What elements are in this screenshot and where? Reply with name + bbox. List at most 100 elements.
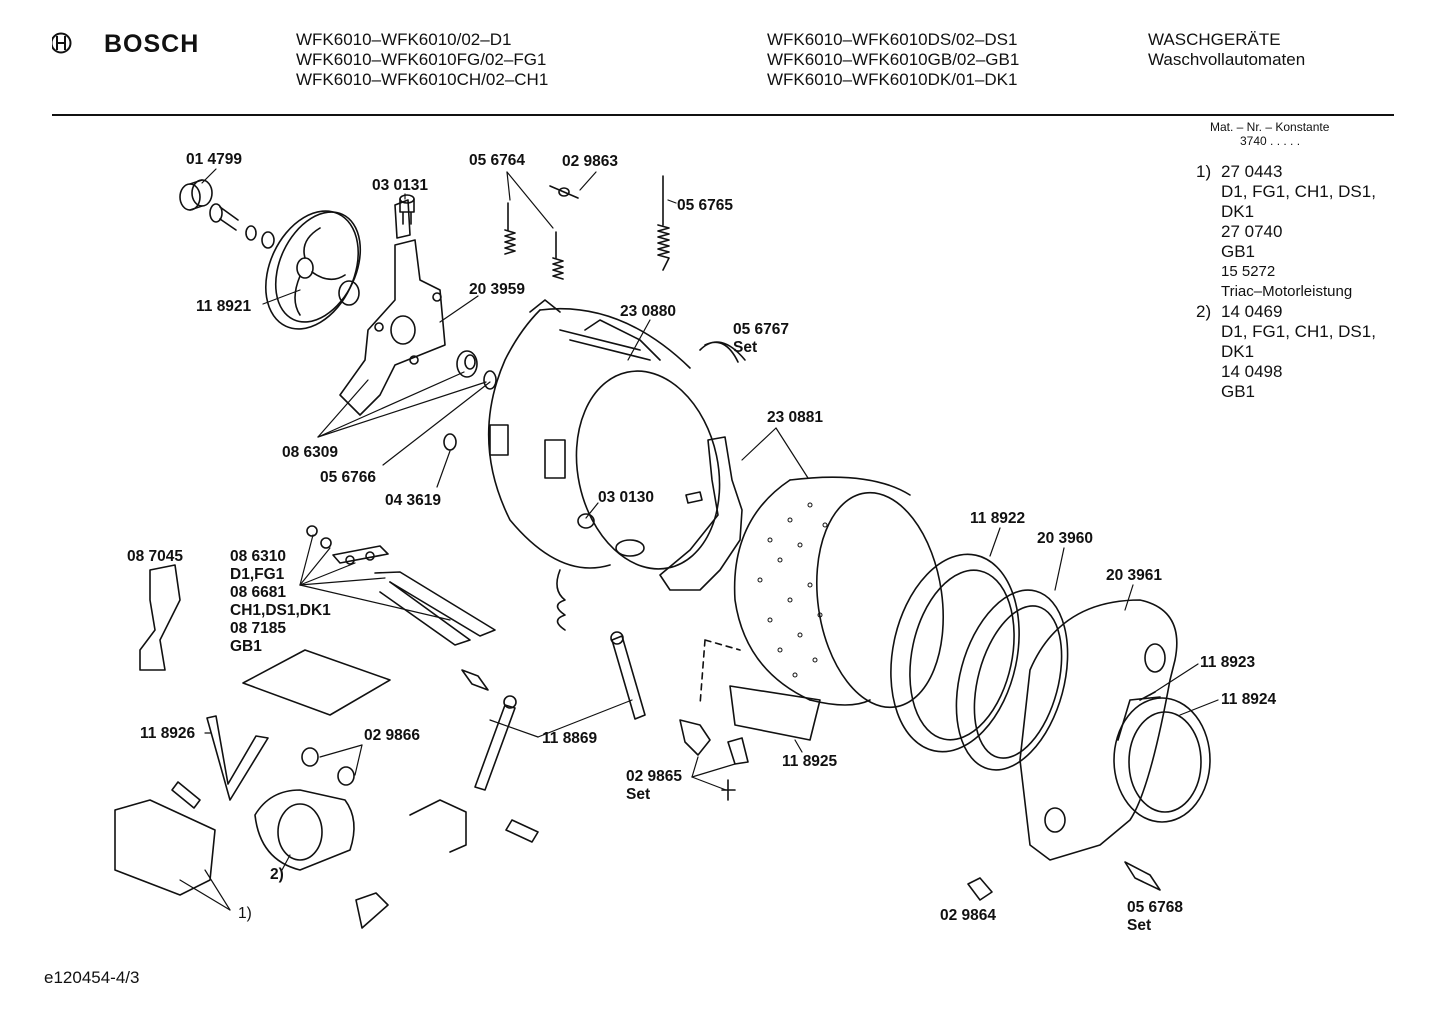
part-label: 08 7045 (127, 548, 184, 565)
part-label: 04 3619 (385, 492, 442, 509)
model-list-1: WFK6010–WFK6010/02–D1 WFK6010–WFK6010FG/… (296, 30, 548, 90)
header-divider (52, 114, 1394, 116)
note-line: GB1 (1221, 242, 1256, 261)
note-line: 27 0443 (1221, 162, 1283, 181)
part-label-line: 08 6310 (230, 548, 287, 565)
part-label-line: D1,FG1 (230, 566, 285, 583)
material-box-value: 3740 . . . . . (1240, 134, 1301, 148)
part-label: 20 3960 (1037, 530, 1094, 547)
tension-ring-icon (955, 589, 1069, 771)
part-label-line: Set (733, 339, 758, 356)
spring-set-icon (699, 341, 746, 363)
bracket-icon (355, 892, 389, 929)
part-label-line: Set (626, 786, 651, 803)
drum-perforation-icon (757, 502, 828, 678)
note-line: Triac–Motorleistung (1221, 283, 1353, 300)
part-label: 11 8924 (1221, 691, 1277, 708)
bolt-icon (461, 669, 489, 691)
part-label: 23 0880 (620, 303, 677, 320)
leader-lines (179, 168, 1219, 911)
category-line: Waschvollautomaten (1148, 50, 1306, 69)
spring-icon (504, 175, 670, 280)
part-label: 20 3961 (1106, 567, 1163, 584)
part-label-line: 05 6767 (733, 321, 790, 338)
part-label: 02 9865 Set (626, 768, 682, 804)
model-line: WFK6010–WFK6010GB/02–GB1 (767, 50, 1020, 69)
bolt-icon (171, 781, 201, 809)
note-line: DK1 (1221, 202, 1255, 221)
material-box: Mat. – Nr. – Konstante 3740 . . . . . (1210, 120, 1329, 148)
part-label: 05 6764 (469, 152, 526, 169)
part-label: 02 9863 (562, 153, 619, 170)
model-line: WFK6010–WFK6010DS/02–DS1 (767, 30, 1018, 49)
brand-name: BOSCH (104, 30, 200, 58)
part-label: 05 6765 (677, 197, 734, 214)
note-number: 1) (1196, 162, 1212, 181)
part-label: 03 0131 (372, 177, 429, 194)
material-box-title: Mat. – Nr. – Konstante (1210, 120, 1330, 134)
category-line: WASCHGERÄTE (1148, 30, 1281, 49)
door-seal-icon (890, 553, 1020, 753)
collar-icon (1113, 696, 1211, 823)
model-line: WFK6010–WFK6010DK/01–DK1 (767, 70, 1018, 89)
note-marker: 2) (270, 866, 284, 883)
bearing-bush-icon (179, 179, 213, 211)
part-label: 02 9864 (940, 907, 997, 924)
bearing-cross-icon (339, 199, 446, 416)
shock-absorber-icon (474, 631, 646, 791)
note-line: GB1 (1221, 382, 1256, 401)
part-label: 23 0881 (767, 409, 824, 426)
bracket-icon (409, 799, 467, 853)
bolt-icon (399, 194, 415, 225)
part-label-line: CH1,DS1,DK1 (230, 602, 331, 619)
part-label: 11 8869 (542, 730, 598, 747)
shaft-bolt-icon (209, 203, 275, 249)
clamp-icon (967, 877, 993, 901)
part-label: 03 0130 (598, 489, 655, 506)
note-number: 2) (1196, 302, 1212, 321)
seal-ring-icon (456, 350, 497, 390)
model-list-2: WFK6010–WFK6010DS/02–DS1 WFK6010–WFK6010… (767, 30, 1019, 90)
mounting-plate-icon (242, 649, 391, 716)
part-label-line: 02 9865 (626, 768, 683, 785)
model-line: WFK6010–WFK6010CH/02–CH1 (296, 70, 549, 89)
foot-icon (727, 737, 749, 765)
model-line: WFK6010–WFK6010/02–D1 (296, 30, 512, 49)
model-line: WFK6010–WFK6010FG/02–FG1 (296, 50, 547, 69)
part-label-line: 05 6768 (1127, 899, 1184, 916)
foot-icon (679, 719, 711, 756)
part-label: 11 8926 (140, 725, 196, 742)
outer-tub-icon (487, 299, 721, 570)
part-label-line: 08 6681 (230, 584, 287, 601)
rubber-buffer-icon (301, 747, 355, 786)
part-label: 01 4799 (186, 151, 243, 168)
part-label-line: 08 7185 (230, 620, 287, 637)
category-title: WASCHGERÄTE Waschvollautomaten (1148, 30, 1305, 70)
bolt-icon (1124, 861, 1161, 891)
part-label-line: GB1 (230, 638, 262, 655)
part-label-group: 08 6310 D1,FG1 08 6681 CH1,DS1,DK1 08 71… (230, 548, 331, 656)
note-line: D1, FG1, CH1, DS1, (1221, 182, 1376, 201)
part-label: 11 8925 (782, 753, 838, 770)
part-label: 08 6309 (282, 444, 339, 461)
note-line: 15 5272 (1221, 263, 1276, 280)
cable-harness-icon (139, 564, 181, 671)
part-label: 11 8921 (196, 298, 252, 315)
document-code: e120454-4/3 (44, 968, 140, 987)
note-line: D1, FG1, CH1, DS1, (1221, 322, 1376, 341)
bosch-logo-icon (52, 32, 72, 54)
screw-icon (721, 779, 736, 801)
part-label: 02 9866 (364, 727, 421, 744)
drum-spider-icon (659, 436, 743, 591)
front-panel-icon (1019, 599, 1178, 861)
part-label: 11 8922 (970, 510, 1026, 527)
part-label: 05 6767 Set (733, 321, 789, 357)
note-marker: 1) (238, 905, 252, 922)
clip-icon (549, 185, 579, 199)
part-label: 05 6766 (320, 469, 377, 486)
heating-element-icon (306, 525, 496, 646)
drive-belt-icon (206, 715, 269, 801)
part-label-line: Set (1127, 917, 1152, 934)
motor-icon (254, 789, 355, 871)
